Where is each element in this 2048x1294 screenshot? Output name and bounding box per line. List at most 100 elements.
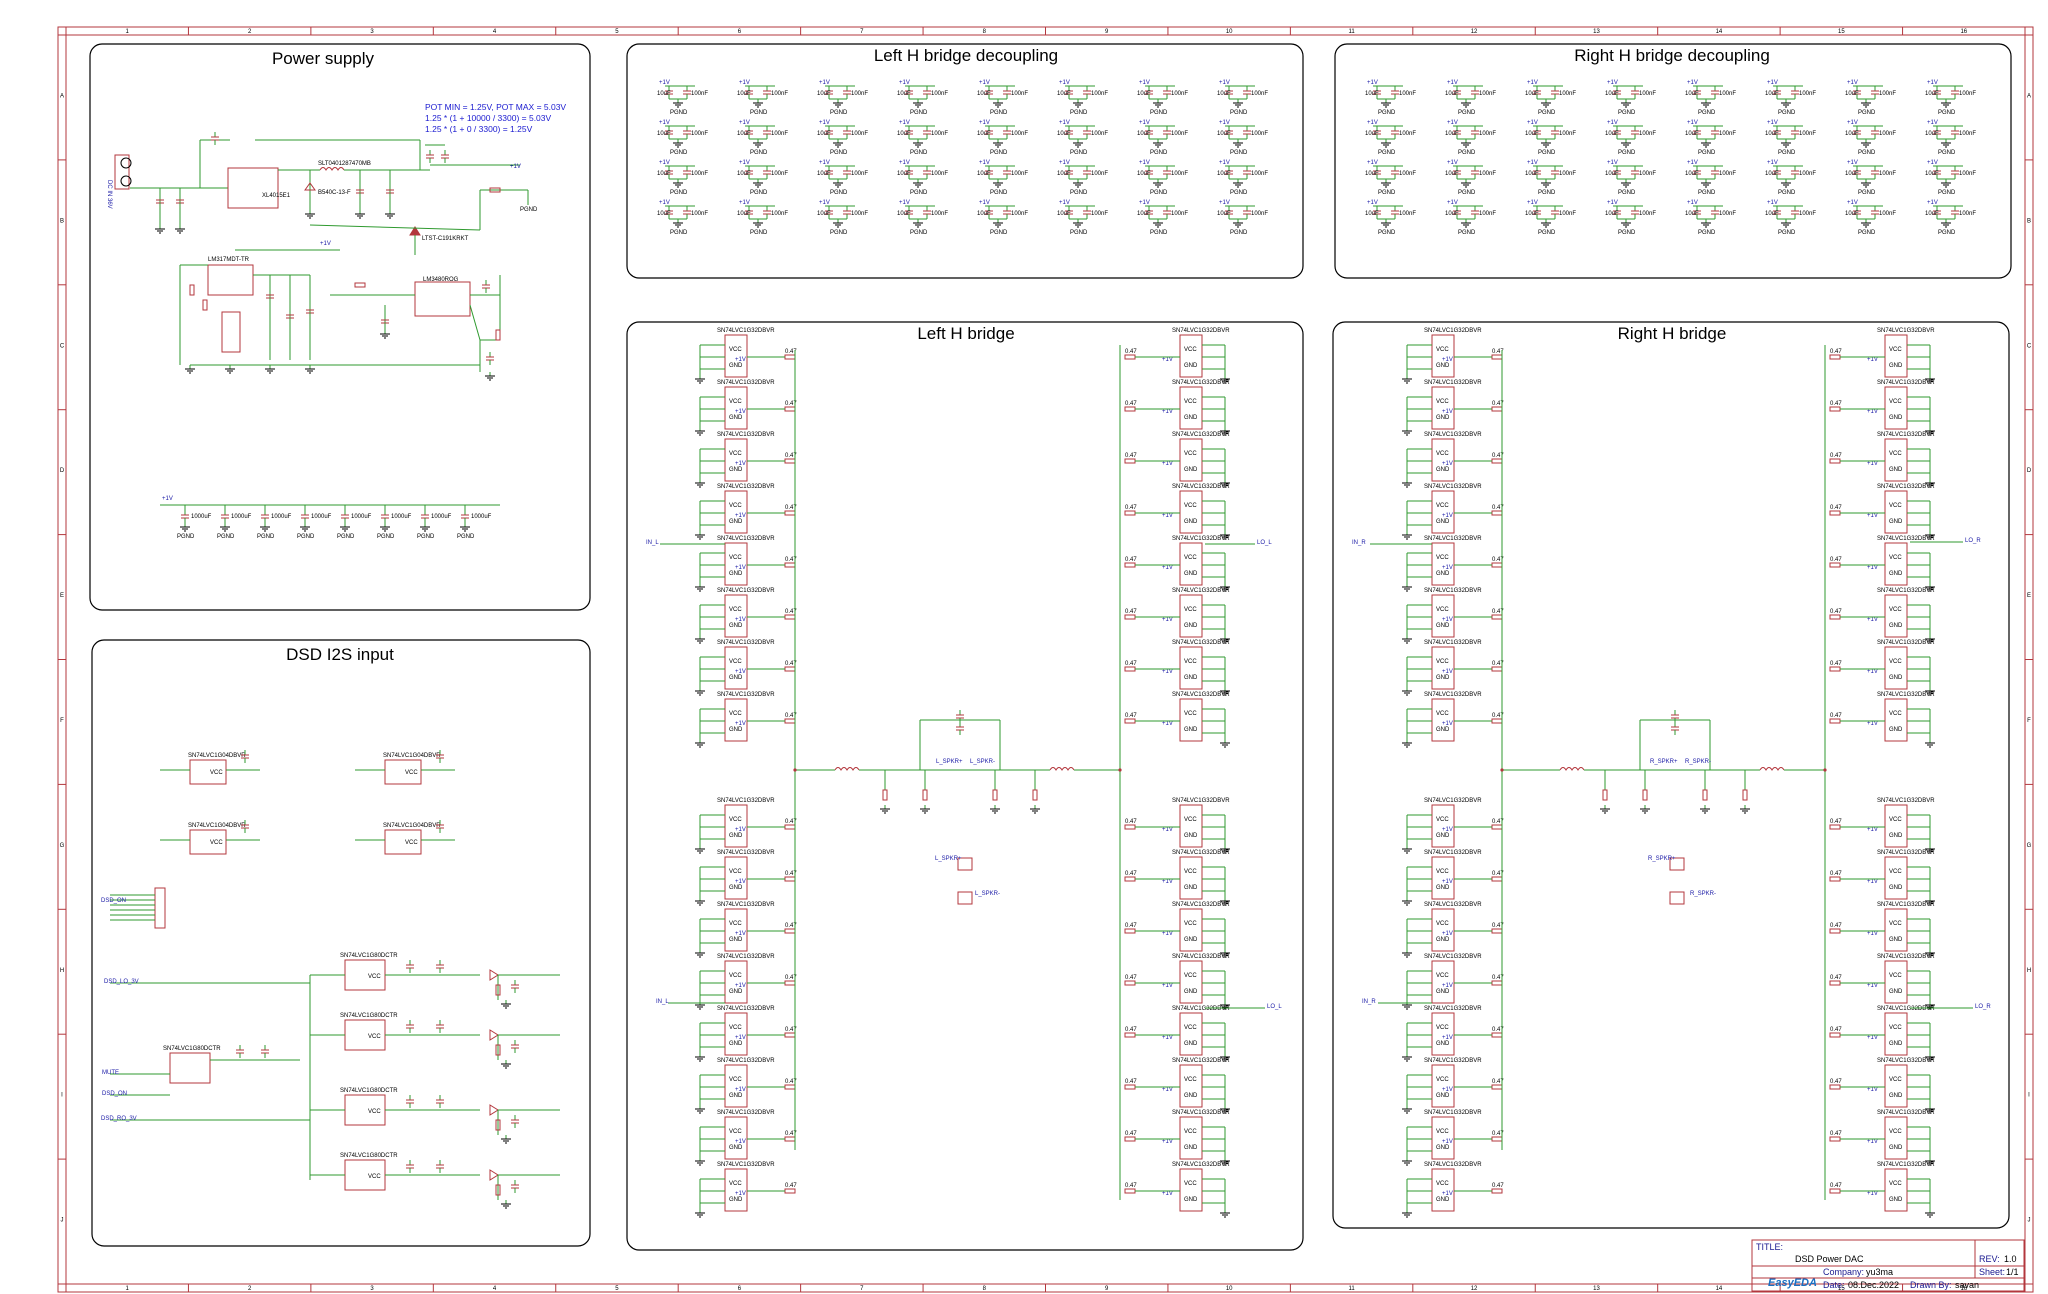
cap-value: 10uF (657, 131, 671, 137)
pgnd-label: PGND (670, 110, 688, 116)
ic-body (1179, 856, 1203, 900)
resistor (1829, 614, 1841, 620)
ic-part-number: SN74LVC1G32DBVR (1424, 1006, 1482, 1012)
cap-value: 1000uF (471, 514, 492, 520)
panel-layer (89, 43, 2012, 1251)
column-number: 11 (1348, 29, 1355, 35)
supply-net-label: +1V (735, 1087, 746, 1093)
inductor (319, 167, 345, 171)
junction (1500, 768, 1504, 772)
ic-part-number: SN74LVC1G32DBVR (717, 1058, 775, 1064)
ic-part-number: SN74LVC1G32DBVR (717, 588, 775, 594)
supply-net-label: +1V (659, 200, 670, 206)
ic-body (1431, 908, 1455, 952)
resistor-value: 0.47 (1492, 1131, 1504, 1137)
row-letter: C (60, 343, 65, 349)
supply-net-label: +1V (1847, 160, 1858, 166)
supply-net-label: +1V (1867, 879, 1878, 885)
ic-part-number: SN74LVC1G32DBVR (1172, 798, 1230, 804)
cap-value: 100nF (1639, 171, 1656, 177)
cap-value: 100nF (1399, 91, 1416, 97)
speaker-label: R_SPKR- (1690, 891, 1716, 897)
vcc-pin: VCC (729, 1181, 742, 1187)
cap-value: 10uF (1925, 131, 1939, 137)
resistor (1491, 1188, 1503, 1194)
pgnd-label: PGND (1778, 110, 1796, 116)
cap-value: 10uF (1525, 131, 1539, 137)
resistor-value: 0.47 (1492, 1027, 1504, 1033)
row-letter: H (60, 968, 64, 974)
cap-value: 100nF (691, 131, 708, 137)
resistor (1491, 876, 1503, 882)
ic-body (221, 311, 241, 353)
supply-net-label: +1V (1442, 983, 1453, 989)
resistor (784, 1084, 796, 1090)
supply-net-label: +1V (1867, 357, 1878, 363)
supply-net-label: +1V (1442, 409, 1453, 415)
ic-part-number: SN74LVC1G32DBVR (1172, 902, 1230, 908)
ic-part-number: SN74LVC1G32DBVR (1172, 1162, 1230, 1168)
cap-value: 100nF (1399, 131, 1416, 137)
vcc-pin: VCC (1889, 1077, 1902, 1083)
cap-value: 1000uF (351, 514, 372, 520)
supply-net-label: +1V (320, 241, 331, 247)
vcc-pin: VCC (1436, 451, 1449, 457)
row-letter: D (60, 468, 65, 474)
ic-body (1179, 1168, 1203, 1212)
supply-net-label: +1V (735, 1035, 746, 1041)
resistor (1602, 789, 1608, 801)
ic-part-number: SN74LVC1G32DBVR (1877, 432, 1935, 438)
gnd-pin: GND (1184, 1145, 1198, 1151)
cap-value: 100nF (1251, 211, 1268, 217)
vcc-pin: VCC (1436, 1025, 1449, 1031)
cap-value: 100nF (1399, 171, 1416, 177)
supply-net-label: +1V (1162, 409, 1173, 415)
ic-body (1179, 698, 1203, 742)
ic-part-number: SN74LVC1G32DBVR (1172, 484, 1230, 490)
pgnd-label: PGND (1618, 230, 1636, 236)
ic-body (1431, 856, 1455, 900)
ic-part-number: SN74LVC1G32DBVR (1877, 328, 1935, 334)
supply-net-label: +1V (1367, 160, 1378, 166)
resistor-value: 0.47 (785, 871, 797, 877)
resistor-value: 0.47 (1125, 349, 1137, 355)
diode-label: B540C-13-F (318, 190, 351, 196)
cap-value: 100nF (1251, 91, 1268, 97)
resistor (1829, 458, 1841, 464)
pgnd-label: PGND (177, 534, 195, 540)
resistor (1491, 354, 1503, 360)
gnd-pin: GND (1184, 415, 1198, 421)
resistor (784, 876, 796, 882)
pgnd-label: PGND (1230, 190, 1248, 196)
cap-value: 100nF (1879, 131, 1896, 137)
ic-part-number: SN74LVC1G80DCTR (340, 953, 398, 959)
cap-value: 100nF (1171, 211, 1188, 217)
column-number: 13 (1593, 1286, 1600, 1292)
cap-value: 10uF (737, 171, 751, 177)
ic-body (1884, 960, 1908, 1004)
resistor-value: 0.47 (1125, 505, 1137, 511)
cap-value: 10uF (1217, 131, 1231, 137)
resistor-value: 0.47 (785, 1131, 797, 1137)
supply-net-label: +1V (735, 931, 746, 937)
row-letter: E (60, 593, 64, 599)
ic-part-number: SN74LVC1G32DBVR (1877, 1006, 1935, 1012)
gnd-pin: GND (729, 1093, 743, 1099)
column-number: 5 (615, 29, 619, 35)
supply-net-label: +1V (1927, 120, 1938, 126)
resistor-value: 0.47 (1492, 349, 1504, 355)
panel-frame (626, 321, 1304, 1251)
pgnd-label: PGND (1458, 110, 1476, 116)
cap-value: 100nF (931, 211, 948, 217)
ic-body (1431, 490, 1455, 534)
easyeda-logo: EasyEDA (1768, 1277, 1817, 1289)
ic-part-number: SN74LVC1G32DBVR (717, 1006, 775, 1012)
gnd-pin: GND (1436, 363, 1450, 369)
column-number: 3 (370, 29, 374, 35)
supply-net-label: +1V (1847, 120, 1858, 126)
ic-body (724, 1064, 748, 1108)
mute-label: MUTE (102, 1070, 119, 1076)
supply-net-label: +1V (1867, 1087, 1878, 1093)
resistor (495, 1184, 501, 1196)
